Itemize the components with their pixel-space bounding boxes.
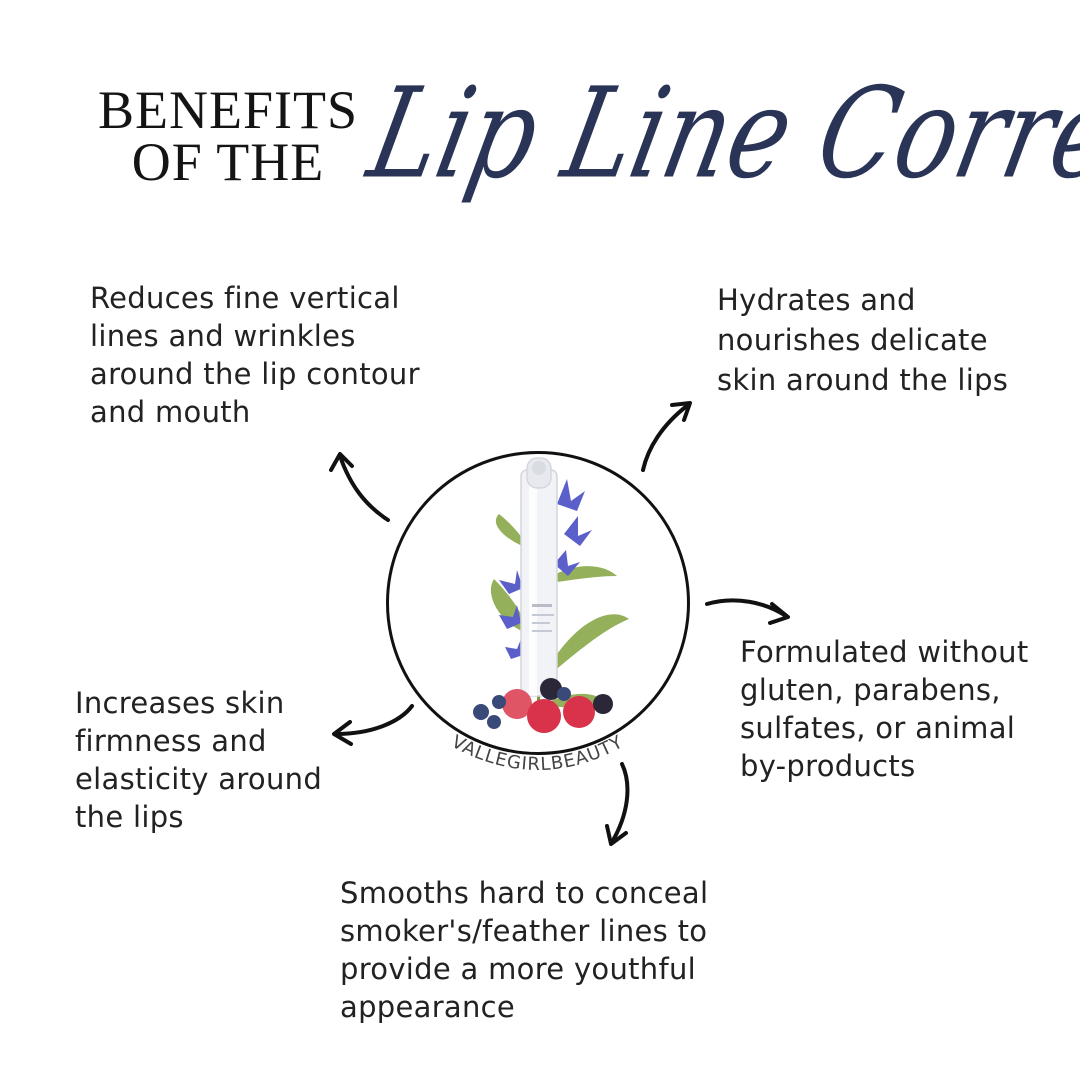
berries-icon xyxy=(473,678,613,733)
benefit-smooths-lines: Smooths hard to conceal smoker's/feather… xyxy=(340,876,709,1024)
product-tube xyxy=(520,457,558,697)
flower-icon xyxy=(499,479,592,659)
arrow-top-left-icon xyxy=(338,454,390,522)
product-circle xyxy=(386,451,690,755)
arrow-left-icon xyxy=(334,704,414,736)
arrow-top-right-icon xyxy=(641,403,690,472)
benefit-reduces-lines: Reduces fine vertical lines and wrinkles… xyxy=(90,281,420,429)
benefit-hydrates: Hydrates and nourishes delicate skin aro… xyxy=(717,283,1009,397)
benefit-formulated-without: Formulated without gluten, parabens, sul… xyxy=(740,635,1029,783)
heading-line-2: OF THE xyxy=(131,132,325,192)
heading-benefits-of-the: BENEFITS OF THE xyxy=(98,80,359,192)
arrow-bottom-icon xyxy=(610,762,630,844)
benefit-increases-firmness: Increases skin firmness and elasticity a… xyxy=(75,686,323,834)
heading-line-1: BENEFITS xyxy=(98,80,359,140)
product-image xyxy=(473,457,629,733)
